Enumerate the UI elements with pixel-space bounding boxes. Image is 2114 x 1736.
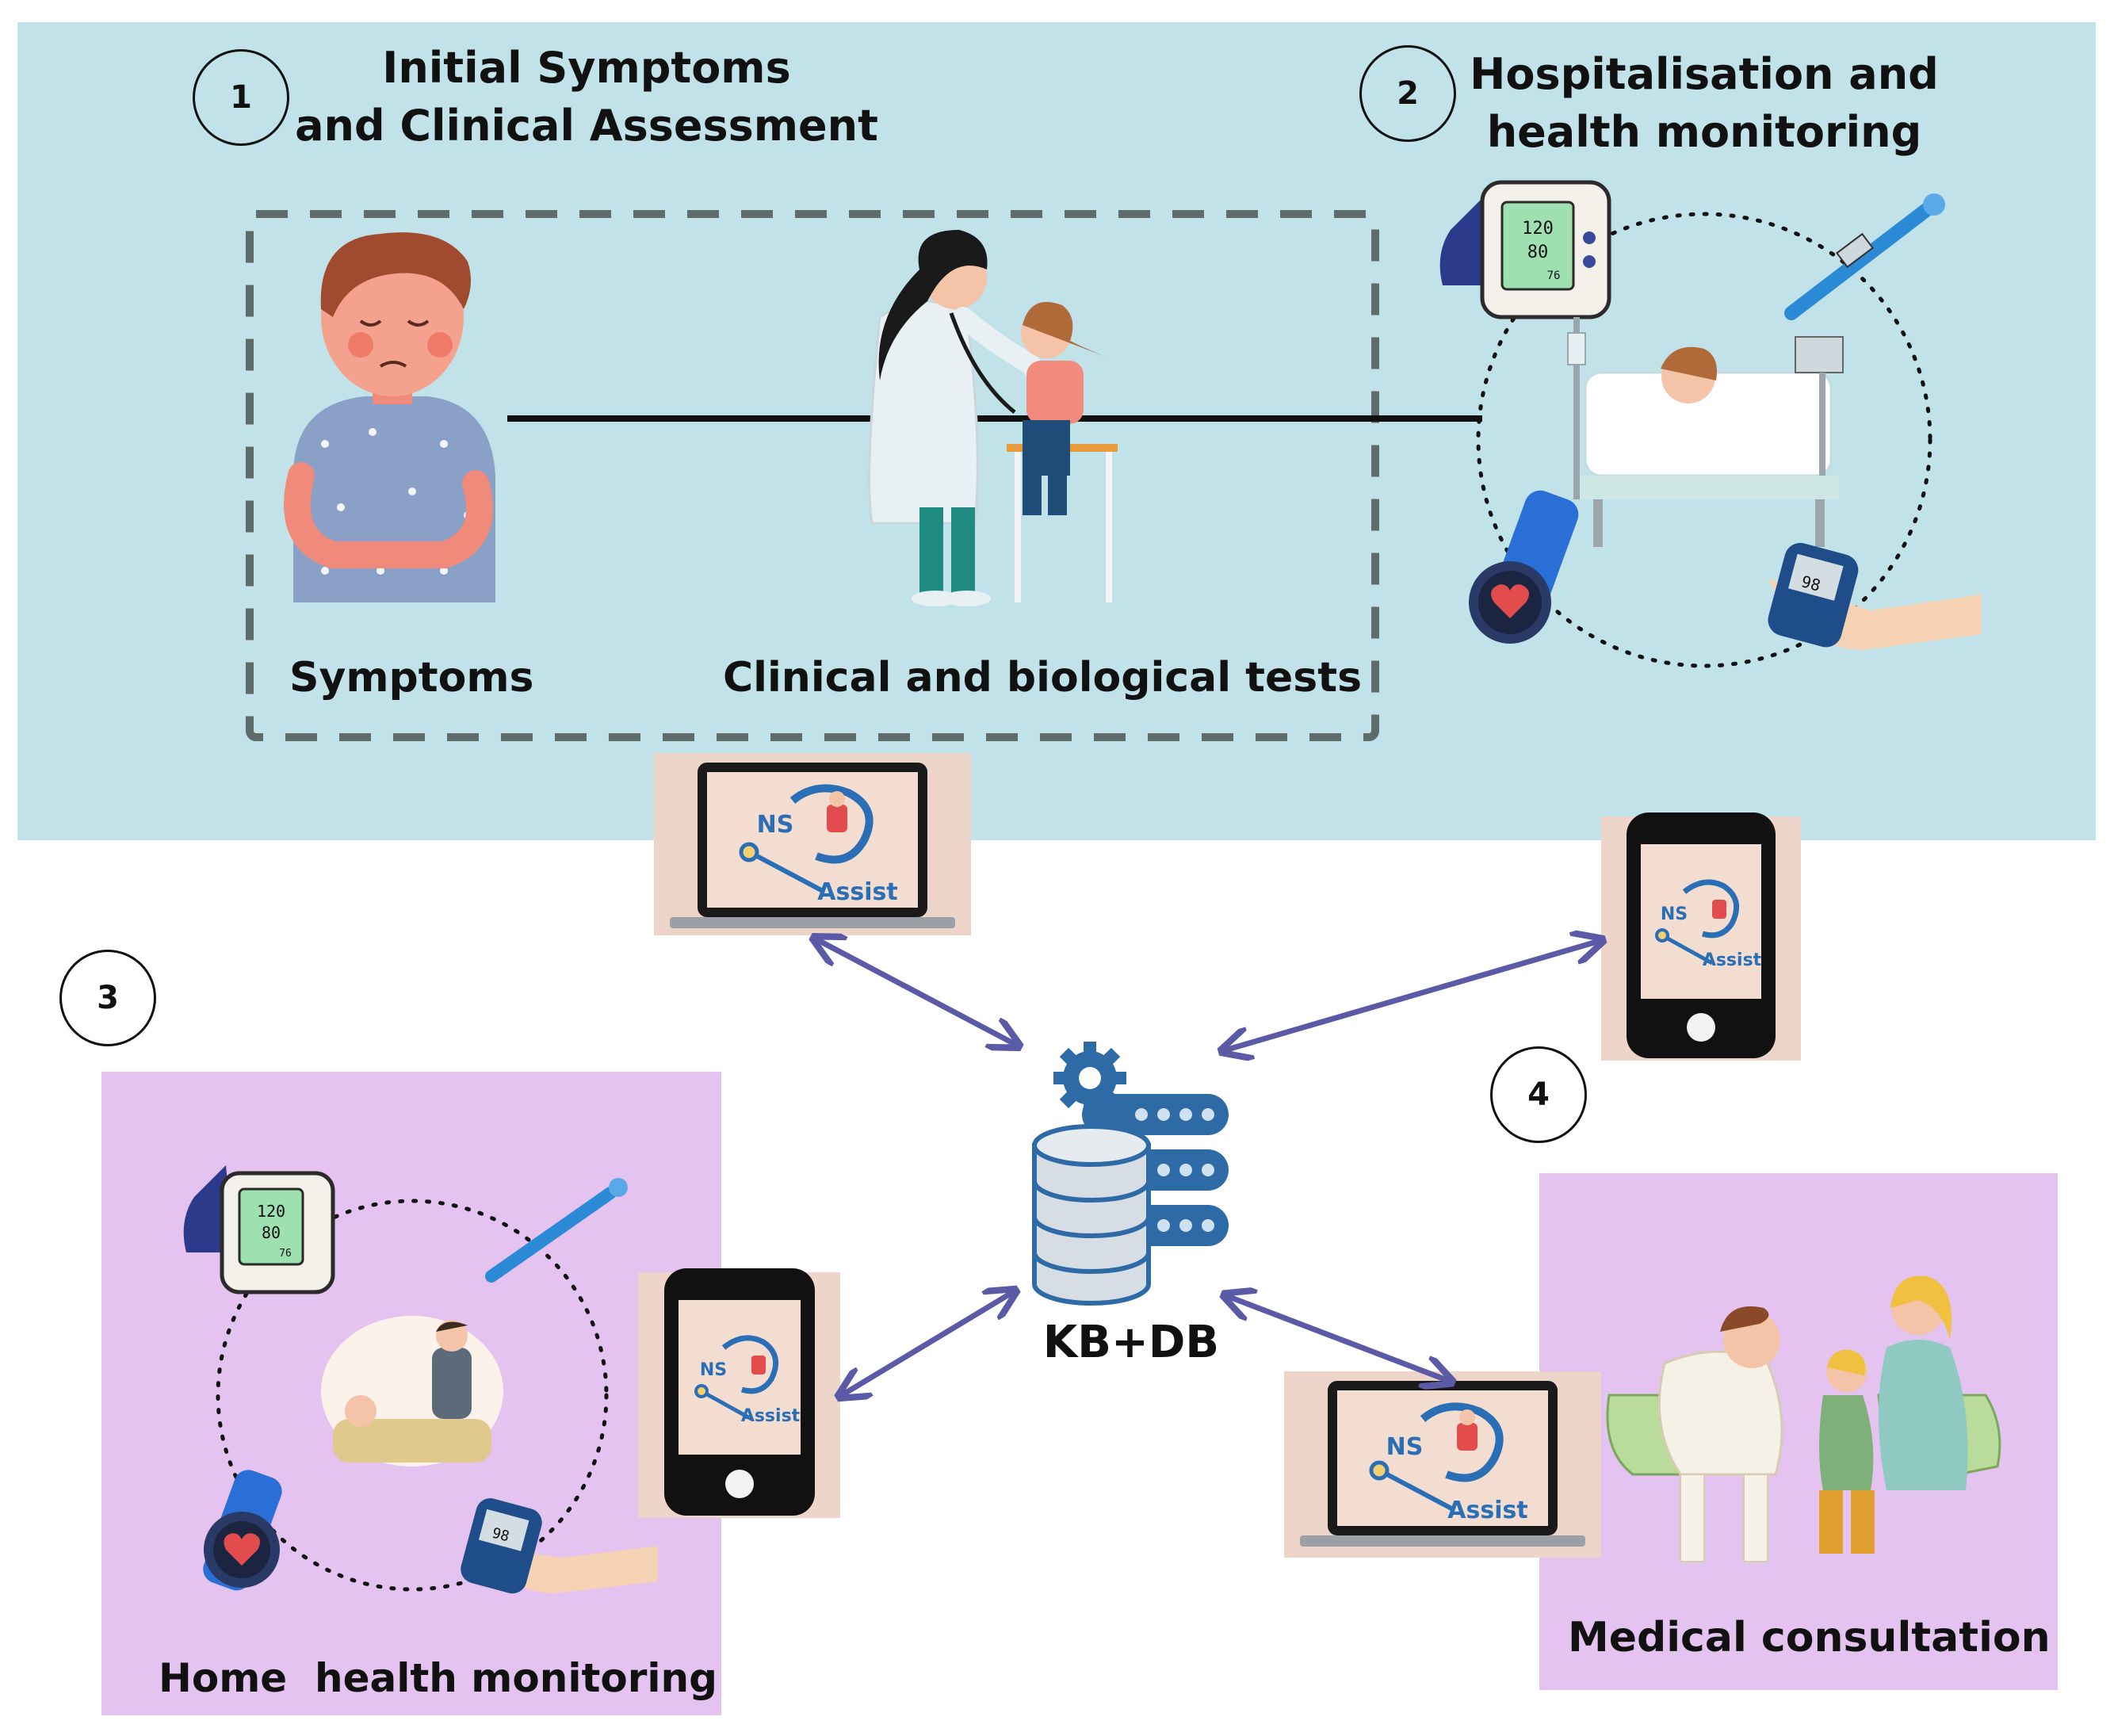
blood-pressure-monitor-icon: 120 80 76 [1439,180,1611,319]
database-server-icon [1032,1042,1229,1306]
arrow-db-phone-top [1225,941,1600,1050]
step-1-title-line2: and Clinical Assessment [295,100,878,151]
medical-consultation-caption: Medical consultation [1568,1614,2051,1661]
step-3-number: 3 [97,980,119,1016]
phone-home-logo-ns: NS [700,1360,727,1380]
bp-sys-readout-home: 120 [257,1202,285,1221]
phone-device-top-right [1601,813,1801,1061]
thermometer-icon [1784,193,1945,320]
clinical-tests-label: Clinical and biological tests [723,654,1363,702]
laptop-top-logo-ns: NS [757,811,794,839]
step-4-number: 4 [1527,1076,1550,1113]
step-3-badge: 3 [59,950,156,1046]
step-1-title: Initial Symptoms and Clinical Assessment [293,40,880,155]
kb-db-label: KB+DB [1043,1317,1219,1368]
phone-top-logo-assist: Assist [1703,950,1762,970]
step1-dashed-box [246,210,1379,741]
symptoms-label: Symptoms [289,654,534,702]
step-2-badge: 2 [1359,45,1456,142]
arrow-db-laptop-top [816,939,1016,1045]
arrow-db-phone-home [842,1292,1013,1395]
step-2-title-line1: Hospitalisation and [1470,49,1939,99]
hospital-bed-illustration [1567,317,1844,547]
doctor-examining-child-illustration [868,230,1118,606]
laptop-device-consultation [1284,1371,1601,1558]
phone-device-home [638,1268,840,1518]
step-2-title-line2: health monitoring [1486,106,1922,157]
laptop-device-top [654,753,971,935]
step-2-number: 2 [1397,75,1419,112]
glucometer-icon: 98 [1768,542,1982,650]
step-2-title: Hospitalisation and health monitoring [1466,46,1942,162]
medical-consultation-illustration [1606,1275,2001,1562]
smartwatch-icon-home [203,1470,282,1591]
step-1-title-line1: Initial Symptoms [382,43,791,93]
home-monitoring-cluster: 120 80 76 98 [183,1165,658,1594]
sick-boy-illustration [284,232,495,602]
phone-home-logo-assist: Assist [741,1406,801,1426]
glucometer-icon-home: 98 [461,1498,658,1594]
bp-dia-readout-home: 80 [262,1223,281,1242]
laptop-consult-logo-assist: Assist [1447,1497,1527,1524]
bp-pul-readout-home: 76 [279,1248,292,1260]
thermometer-icon-home [485,1178,628,1283]
laptop-consult-logo-ns: NS [1386,1433,1424,1461]
step-1-number: 1 [230,79,252,116]
hospital-monitoring-cluster: 120 80 76 [1439,180,1982,668]
home-monitoring-caption: Home health monitoring [159,1655,717,1701]
smartwatch-icon [1469,490,1579,644]
arrow-db-laptop-consult [1227,1296,1449,1381]
laptop-top-logo-assist: Assist [817,878,897,906]
bp-dia-readout: 80 [1527,243,1549,262]
bp-pul-readout: 76 [1547,270,1561,282]
parent-caring-child-illustration [321,1316,503,1466]
step-1-badge: 1 [193,49,289,146]
blood-pressure-monitor-icon-home: 120 80 76 [183,1165,335,1294]
phone-top-logo-ns: NS [1661,904,1688,924]
bp-sys-readout: 120 [1522,219,1554,239]
step-4-badge: 4 [1490,1046,1587,1143]
